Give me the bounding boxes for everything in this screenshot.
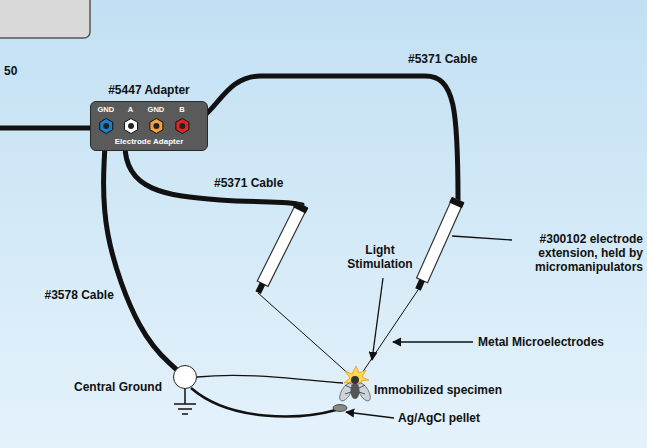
fly-body bbox=[351, 383, 360, 399]
pin-label: B bbox=[179, 105, 184, 114]
electrode-extension bbox=[412, 197, 465, 292]
ground-symbol bbox=[174, 389, 196, 414]
extension-cap bbox=[293, 202, 308, 214]
amplifier-number: 50 bbox=[4, 64, 44, 78]
jack-socket bbox=[103, 123, 109, 129]
leader-arrow bbox=[393, 341, 473, 342]
cable-label: #5371 Cable bbox=[214, 176, 314, 190]
agcl-pellet bbox=[333, 405, 347, 412]
electrode-adapter: #5447 AdapterGNDAGNDBElectrode Adapter bbox=[90, 101, 208, 151]
electrode-holder bbox=[255, 282, 265, 294]
jack-socket bbox=[179, 123, 185, 129]
fly-legs bbox=[345, 385, 365, 394]
fly-specimen bbox=[333, 366, 373, 412]
jack-nut bbox=[149, 118, 162, 133]
adapter-name: Electrode Adapter bbox=[91, 137, 207, 147]
jack-socket bbox=[128, 123, 134, 129]
callout-label: #300102 electrode extension, held by mic… bbox=[515, 232, 643, 274]
leader-line bbox=[452, 236, 512, 240]
jack-nut bbox=[175, 118, 188, 133]
jack-socket bbox=[153, 123, 159, 129]
jack-nut bbox=[99, 118, 112, 133]
pin-label: GND bbox=[148, 105, 165, 114]
extension-tube bbox=[417, 198, 464, 283]
ground-point: Central Ground bbox=[173, 365, 197, 389]
electrode-extension bbox=[252, 202, 308, 296]
electrode-cable bbox=[125, 145, 302, 205]
stimulus-label: Light Stimulation bbox=[342, 243, 418, 271]
microelectrode bbox=[360, 290, 418, 376]
electrode-cable bbox=[180, 76, 458, 200]
jack-nut bbox=[124, 118, 137, 133]
cable-label: #3578 Cable bbox=[42, 288, 115, 302]
fly-head bbox=[351, 376, 359, 384]
pin-label: GND bbox=[97, 105, 114, 114]
cable-label: #5371 Cable bbox=[408, 52, 508, 66]
extension-tube bbox=[257, 202, 307, 286]
callout-label: Metal Microelectrodes bbox=[478, 335, 638, 349]
adapter-heading: #5447 Adapter bbox=[108, 83, 190, 97]
leader-arrow bbox=[346, 412, 394, 418]
microelectrode bbox=[258, 293, 351, 376]
electrode-holder bbox=[415, 279, 425, 291]
callout-label: Immobilized specimen bbox=[374, 383, 534, 397]
ground-cable bbox=[103, 150, 176, 369]
ground-wire bbox=[197, 375, 343, 383]
callout-label: Ag/AgCl pellet bbox=[398, 411, 548, 425]
ground-label: Central Ground bbox=[74, 380, 162, 394]
light-arrow bbox=[372, 278, 383, 360]
extension-cap bbox=[449, 197, 464, 208]
pellet-wire bbox=[191, 388, 336, 416]
pin-label: A bbox=[128, 105, 133, 114]
amplifier-box bbox=[0, 0, 90, 38]
